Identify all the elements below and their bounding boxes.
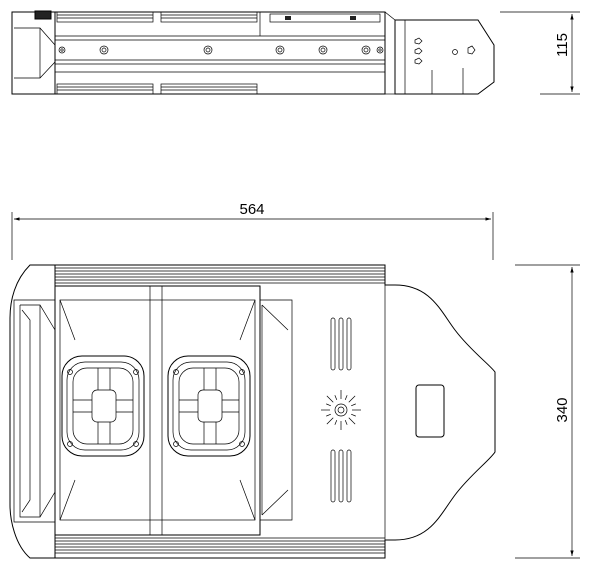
vent-slots-upper: [330, 317, 352, 371]
top-view: [9, 264, 496, 559]
side-top-fins: [56, 11, 258, 23]
top-center-strap: [149, 285, 163, 536]
vent-dash: [334, 395, 338, 400]
side-view: [11, 10, 495, 95]
dimension-length: 564: [11, 201, 494, 260]
led-module-right: [167, 355, 251, 457]
side-left-cap-bevel: [14, 27, 56, 79]
side-mount-bracket: [394, 19, 495, 95]
vent-dash: [351, 413, 356, 417]
side-bottom-fins: [56, 83, 258, 95]
side-screws: [58, 45, 384, 55]
vent-dash: [334, 420, 338, 425]
length-label: 564: [239, 201, 264, 218]
side-left-cap: [11, 11, 56, 95]
vent-dash: [344, 420, 348, 425]
dimension-width: 340: [515, 264, 580, 559]
top-optical-frame: [54, 285, 261, 536]
pole-mount-slot: [415, 384, 445, 438]
dimension-height: 115: [500, 11, 580, 95]
vent-dash: [348, 395, 356, 403]
vent-dash: [351, 403, 356, 407]
vent-dash: [326, 403, 331, 407]
led-module-left: [61, 355, 145, 457]
width-label: 340: [554, 397, 571, 422]
side-bracket-holes: [414, 37, 476, 94]
height-label: 115: [554, 33, 571, 57]
side-main-body: [54, 11, 386, 95]
vent-slots-lower: [330, 449, 352, 503]
vent-dash: [344, 395, 348, 400]
vent-dash: [326, 413, 331, 417]
sensor-vent-ring: [321, 390, 361, 430]
vent-dash: [348, 417, 356, 425]
vent-dash: [326, 417, 334, 425]
top-fins-lower: [55, 534, 385, 554]
side-connector: [34, 10, 52, 20]
top-driver-box: [260, 299, 293, 521]
top-housing-outline: [9, 264, 496, 559]
vent-dash: [326, 395, 334, 403]
top-fins-upper: [55, 267, 385, 287]
